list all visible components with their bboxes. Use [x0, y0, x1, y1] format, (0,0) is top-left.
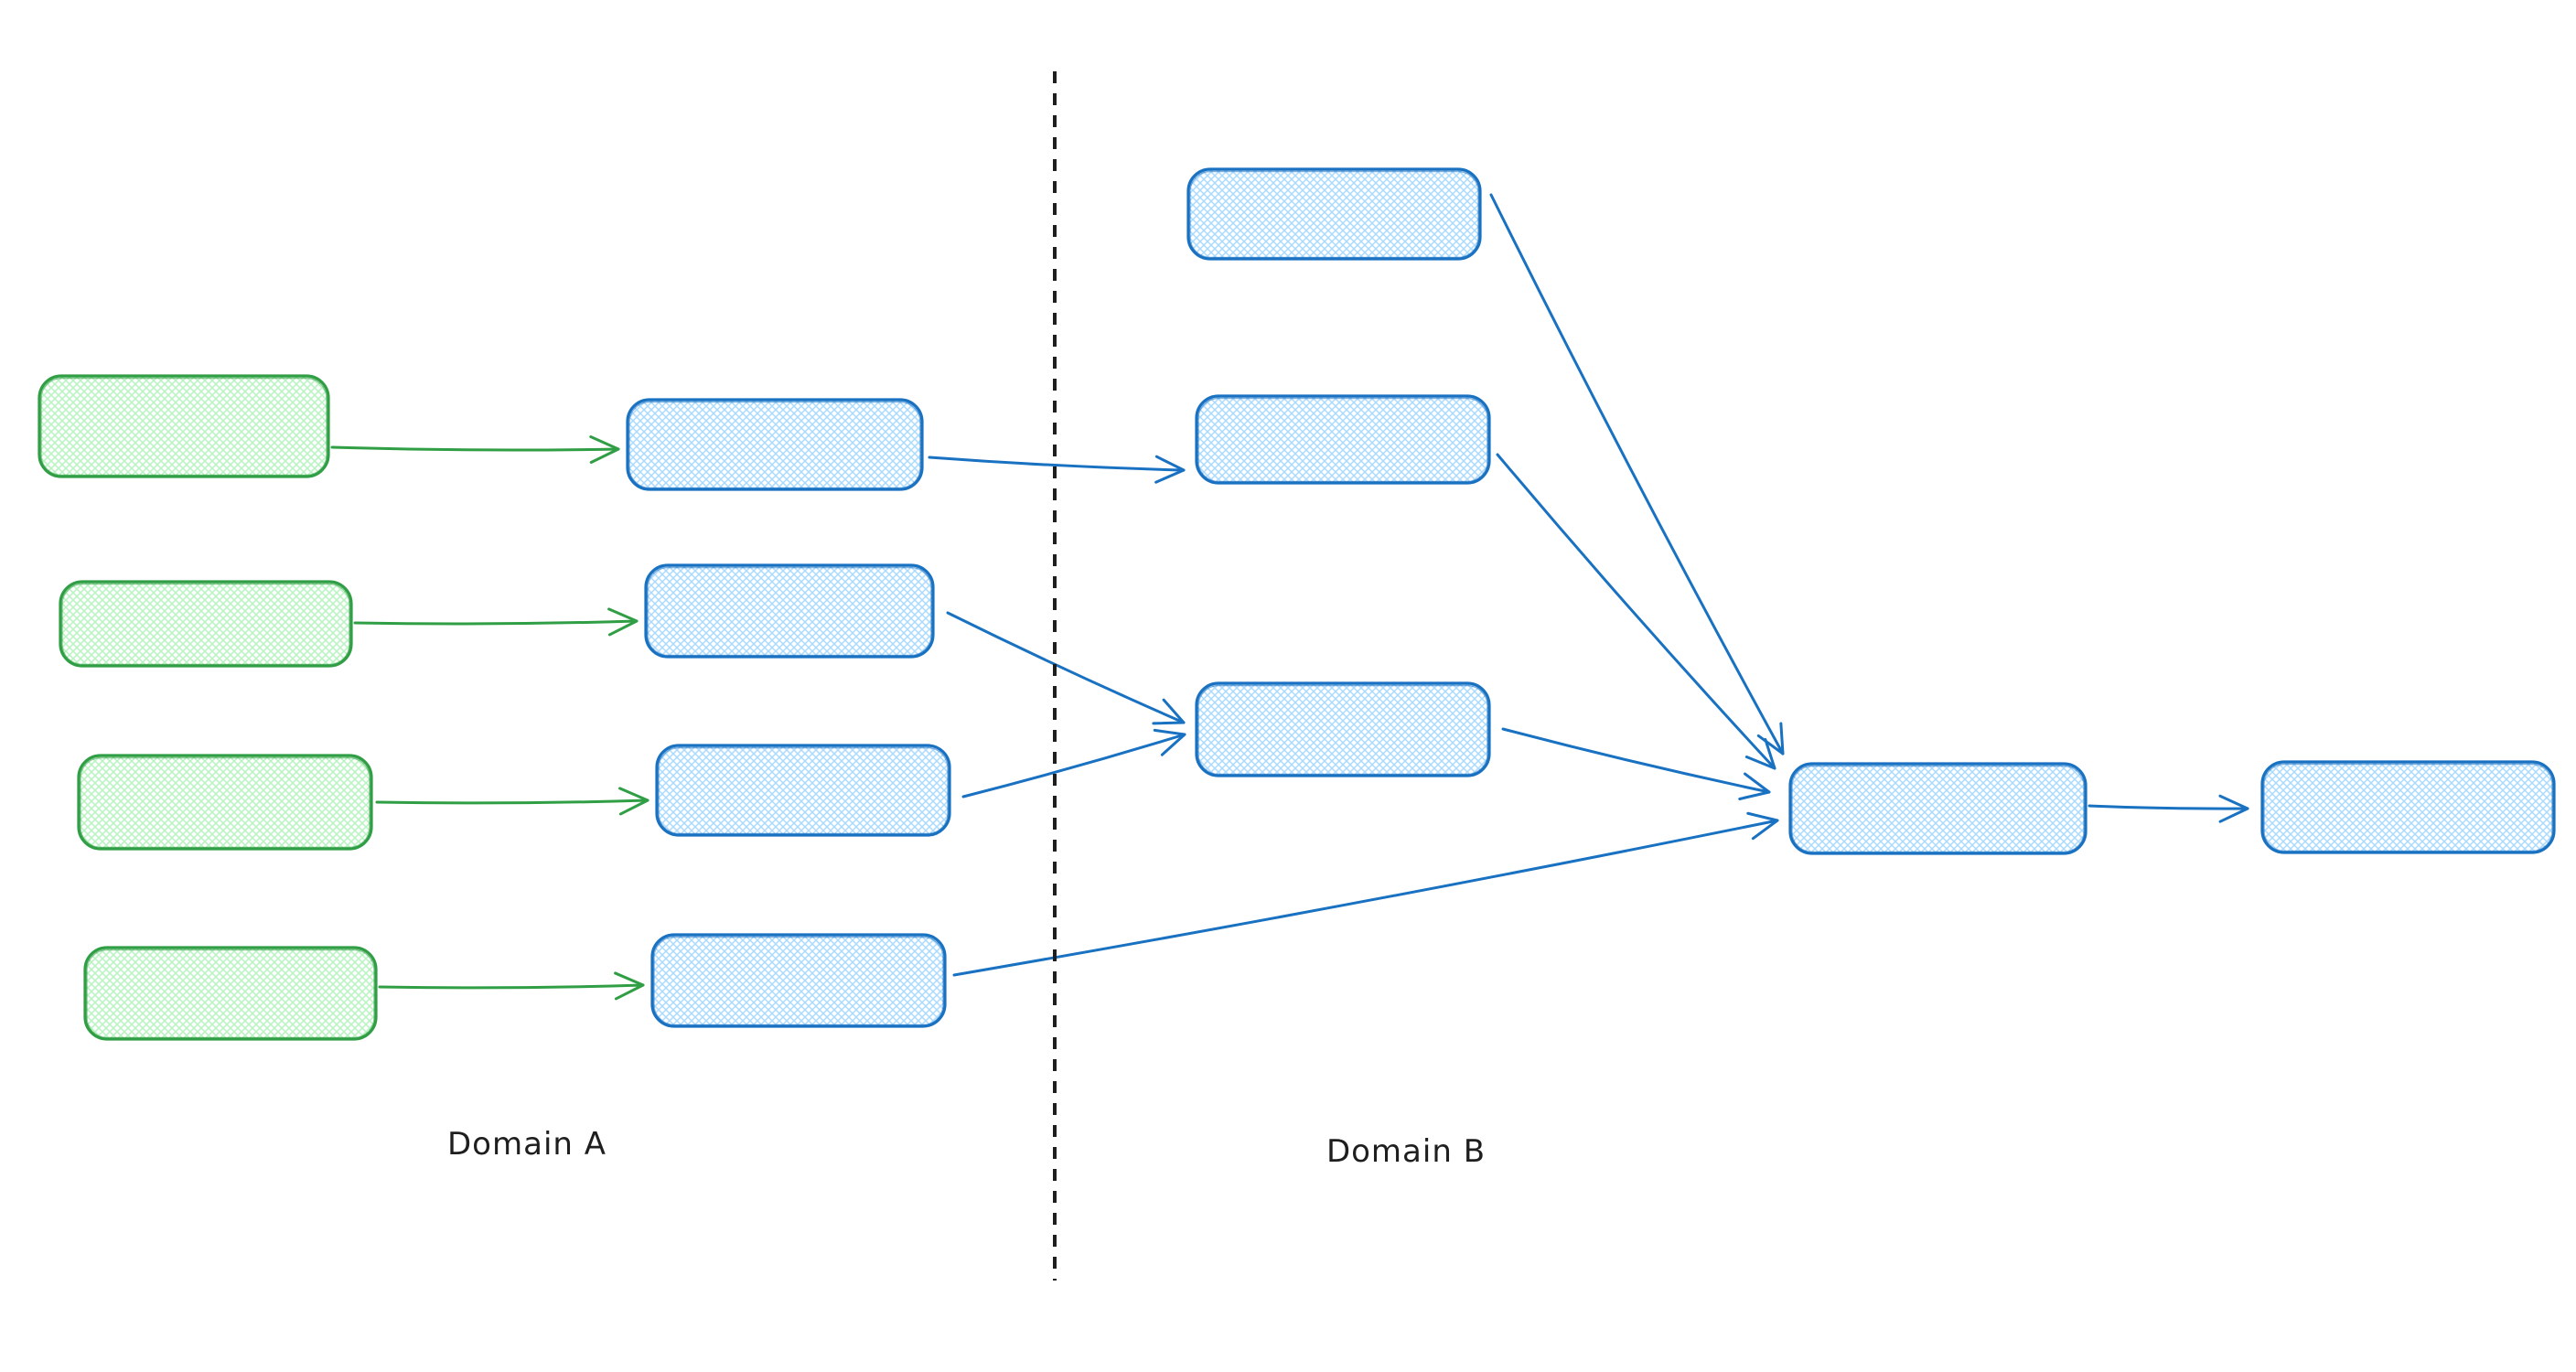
edge-a-src-4-to-a-mid-4 — [378, 971, 645, 1001]
edge-b-top-to-b-hub — [1489, 193, 1785, 756]
edge-a-src-3-to-a-mid-3 — [375, 787, 649, 816]
node-a-mid-2 — [644, 563, 935, 659]
node-a-src-4 — [83, 946, 378, 1041]
domain-b-label: Domain B — [1326, 1133, 1486, 1170]
edge-a-src-1-to-a-mid-1 — [330, 435, 620, 465]
edge-b-hub-to-b-output — [2088, 794, 2249, 823]
node-a-src-1 — [38, 374, 330, 478]
node-b-top — [1186, 167, 1482, 261]
nodes-layer — [38, 167, 2556, 1041]
node-a-mid-3 — [655, 744, 951, 837]
node-b-low — [1195, 681, 1491, 777]
edge-a-src-2-to-a-mid-2 — [353, 607, 639, 637]
node-a-mid-1 — [626, 398, 924, 491]
edge-a-mid-4-to-b-hub — [952, 811, 1779, 977]
edges-layer — [330, 193, 2249, 1001]
node-b-hub — [1788, 762, 2088, 855]
domain-a-label: Domain A — [447, 1126, 606, 1163]
node-a-mid-4 — [650, 933, 947, 1028]
edge-b-low-to-b-hub — [1501, 727, 1771, 800]
node-a-src-3 — [77, 754, 373, 851]
node-b-mid — [1195, 394, 1491, 485]
edge-a-mid-3-to-b-low — [961, 728, 1186, 799]
edge-b-mid-to-b-hub — [1496, 453, 1776, 770]
edge-a-mid-2-to-b-low — [946, 611, 1186, 725]
annotations-layer: Domain A Domain B — [447, 71, 1486, 1281]
edge-a-mid-1-to-b-mid — [928, 455, 1186, 484]
node-b-output — [2260, 760, 2556, 854]
node-a-src-2 — [59, 580, 353, 668]
